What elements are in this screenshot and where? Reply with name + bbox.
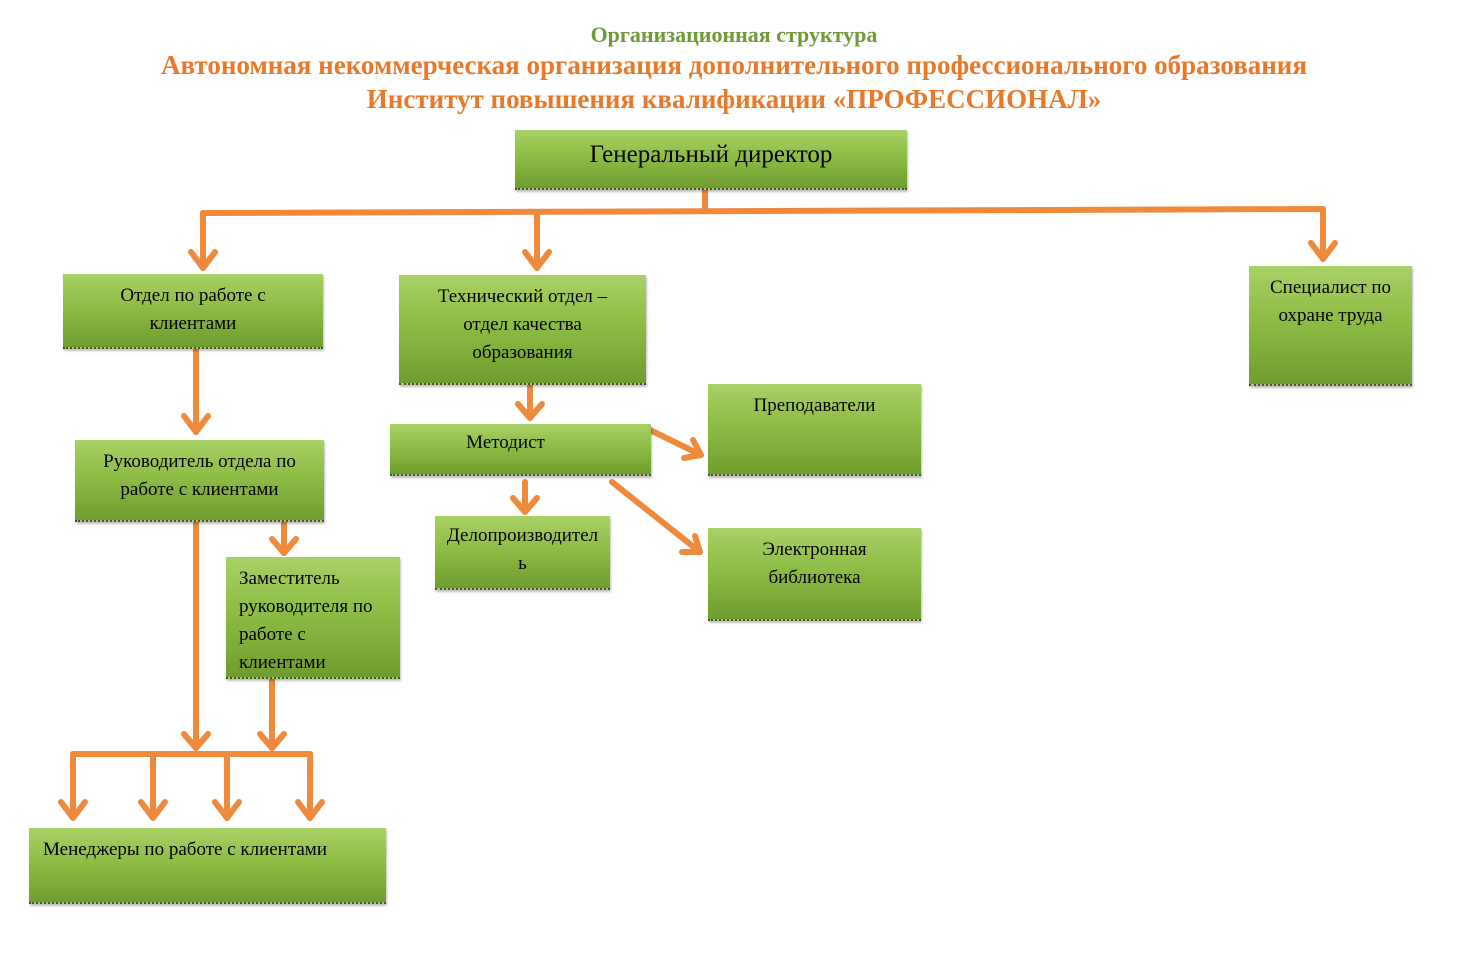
node-teachers: Преподаватели xyxy=(708,384,921,476)
node-safety-specialist: Специалист по охране труда xyxy=(1249,266,1412,386)
arrowhead-safety xyxy=(1308,240,1338,262)
connector-to-teachers xyxy=(647,427,704,458)
arrowhead-manager-3 xyxy=(212,799,242,821)
arrowhead-tech-dept xyxy=(522,249,552,271)
arrowhead-manager-4 xyxy=(295,799,325,821)
arrowhead-deputy xyxy=(269,536,299,556)
institute-title: Институт повышения квалификации «ПРОФЕСС… xyxy=(366,84,1102,114)
node-methodist: Методист xyxy=(390,424,651,476)
arrowhead-library xyxy=(679,533,703,555)
connector-to-library xyxy=(609,479,703,555)
arrowhead-manager-1 xyxy=(58,799,88,821)
node-general-director: Генеральный директор xyxy=(515,130,907,190)
node-tech-dept: Технический отдел – отдел качества образ… xyxy=(399,275,646,385)
arrowhead-clerk xyxy=(510,495,540,515)
arrowhead-teachers xyxy=(681,437,704,461)
arrowhead-head-bus xyxy=(181,731,211,751)
arrowhead-methodist xyxy=(515,401,545,421)
connector-top-bus xyxy=(200,206,1326,216)
arrowhead-deputy-bus xyxy=(257,731,287,751)
node-electronic-library: Электронная библиотека xyxy=(708,528,921,621)
organization-title: Автономная некоммерческая организация до… xyxy=(161,50,1307,80)
arrowhead-manager-2 xyxy=(138,799,168,821)
node-client-head: Руководитель отдела по работе с клиентам… xyxy=(75,440,324,522)
arrowhead-client-head xyxy=(181,413,211,435)
node-client-dept: Отдел по работе с клиентами xyxy=(63,274,323,349)
node-client-managers: Менеджеры по работе с клиентами xyxy=(29,828,386,904)
node-deputy-head: Заместитель руководителя по работе с кли… xyxy=(226,557,400,679)
arrowhead-client-dept xyxy=(188,249,218,271)
node-clerk: Делопроизводитель xyxy=(435,516,610,590)
chart-subtitle: Организационная структура xyxy=(590,22,878,47)
